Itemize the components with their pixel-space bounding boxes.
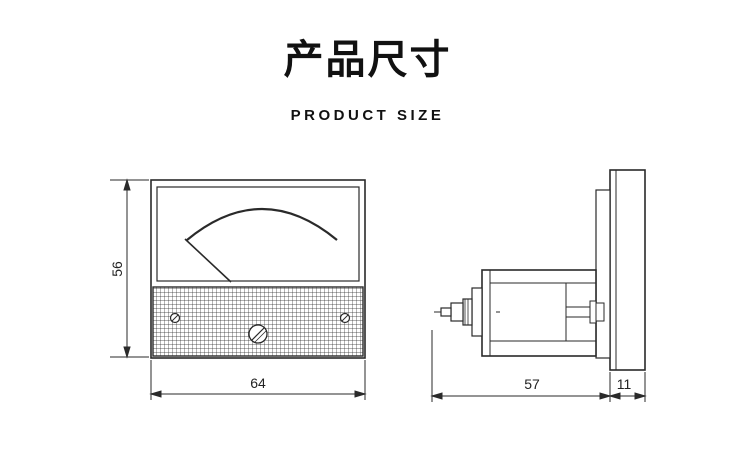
dial-window [156,186,360,282]
height-dimension [110,178,149,359]
screw-icon [169,312,181,324]
page-subtitle: PRODUCT SIZE [290,107,445,124]
needle [184,238,232,283]
front-view [150,179,366,359]
width-label: 64 [250,375,266,391]
zero-adjuster-icon [248,324,268,344]
width-dimension [149,360,367,400]
front-outline [150,179,366,359]
flange-label: 11 [617,376,632,392]
grille-panel [152,286,364,357]
screw-icon [339,312,351,324]
depth-dimension [430,330,647,402]
page-title: 产品尺寸 [283,37,452,83]
side-flange [609,169,646,371]
depth-label: 57 [524,376,540,392]
side-bezel [595,189,611,359]
scale-arc [186,207,338,241]
side-view [434,169,646,371]
height-label: 56 [109,261,125,277]
terminal-base [471,287,483,337]
